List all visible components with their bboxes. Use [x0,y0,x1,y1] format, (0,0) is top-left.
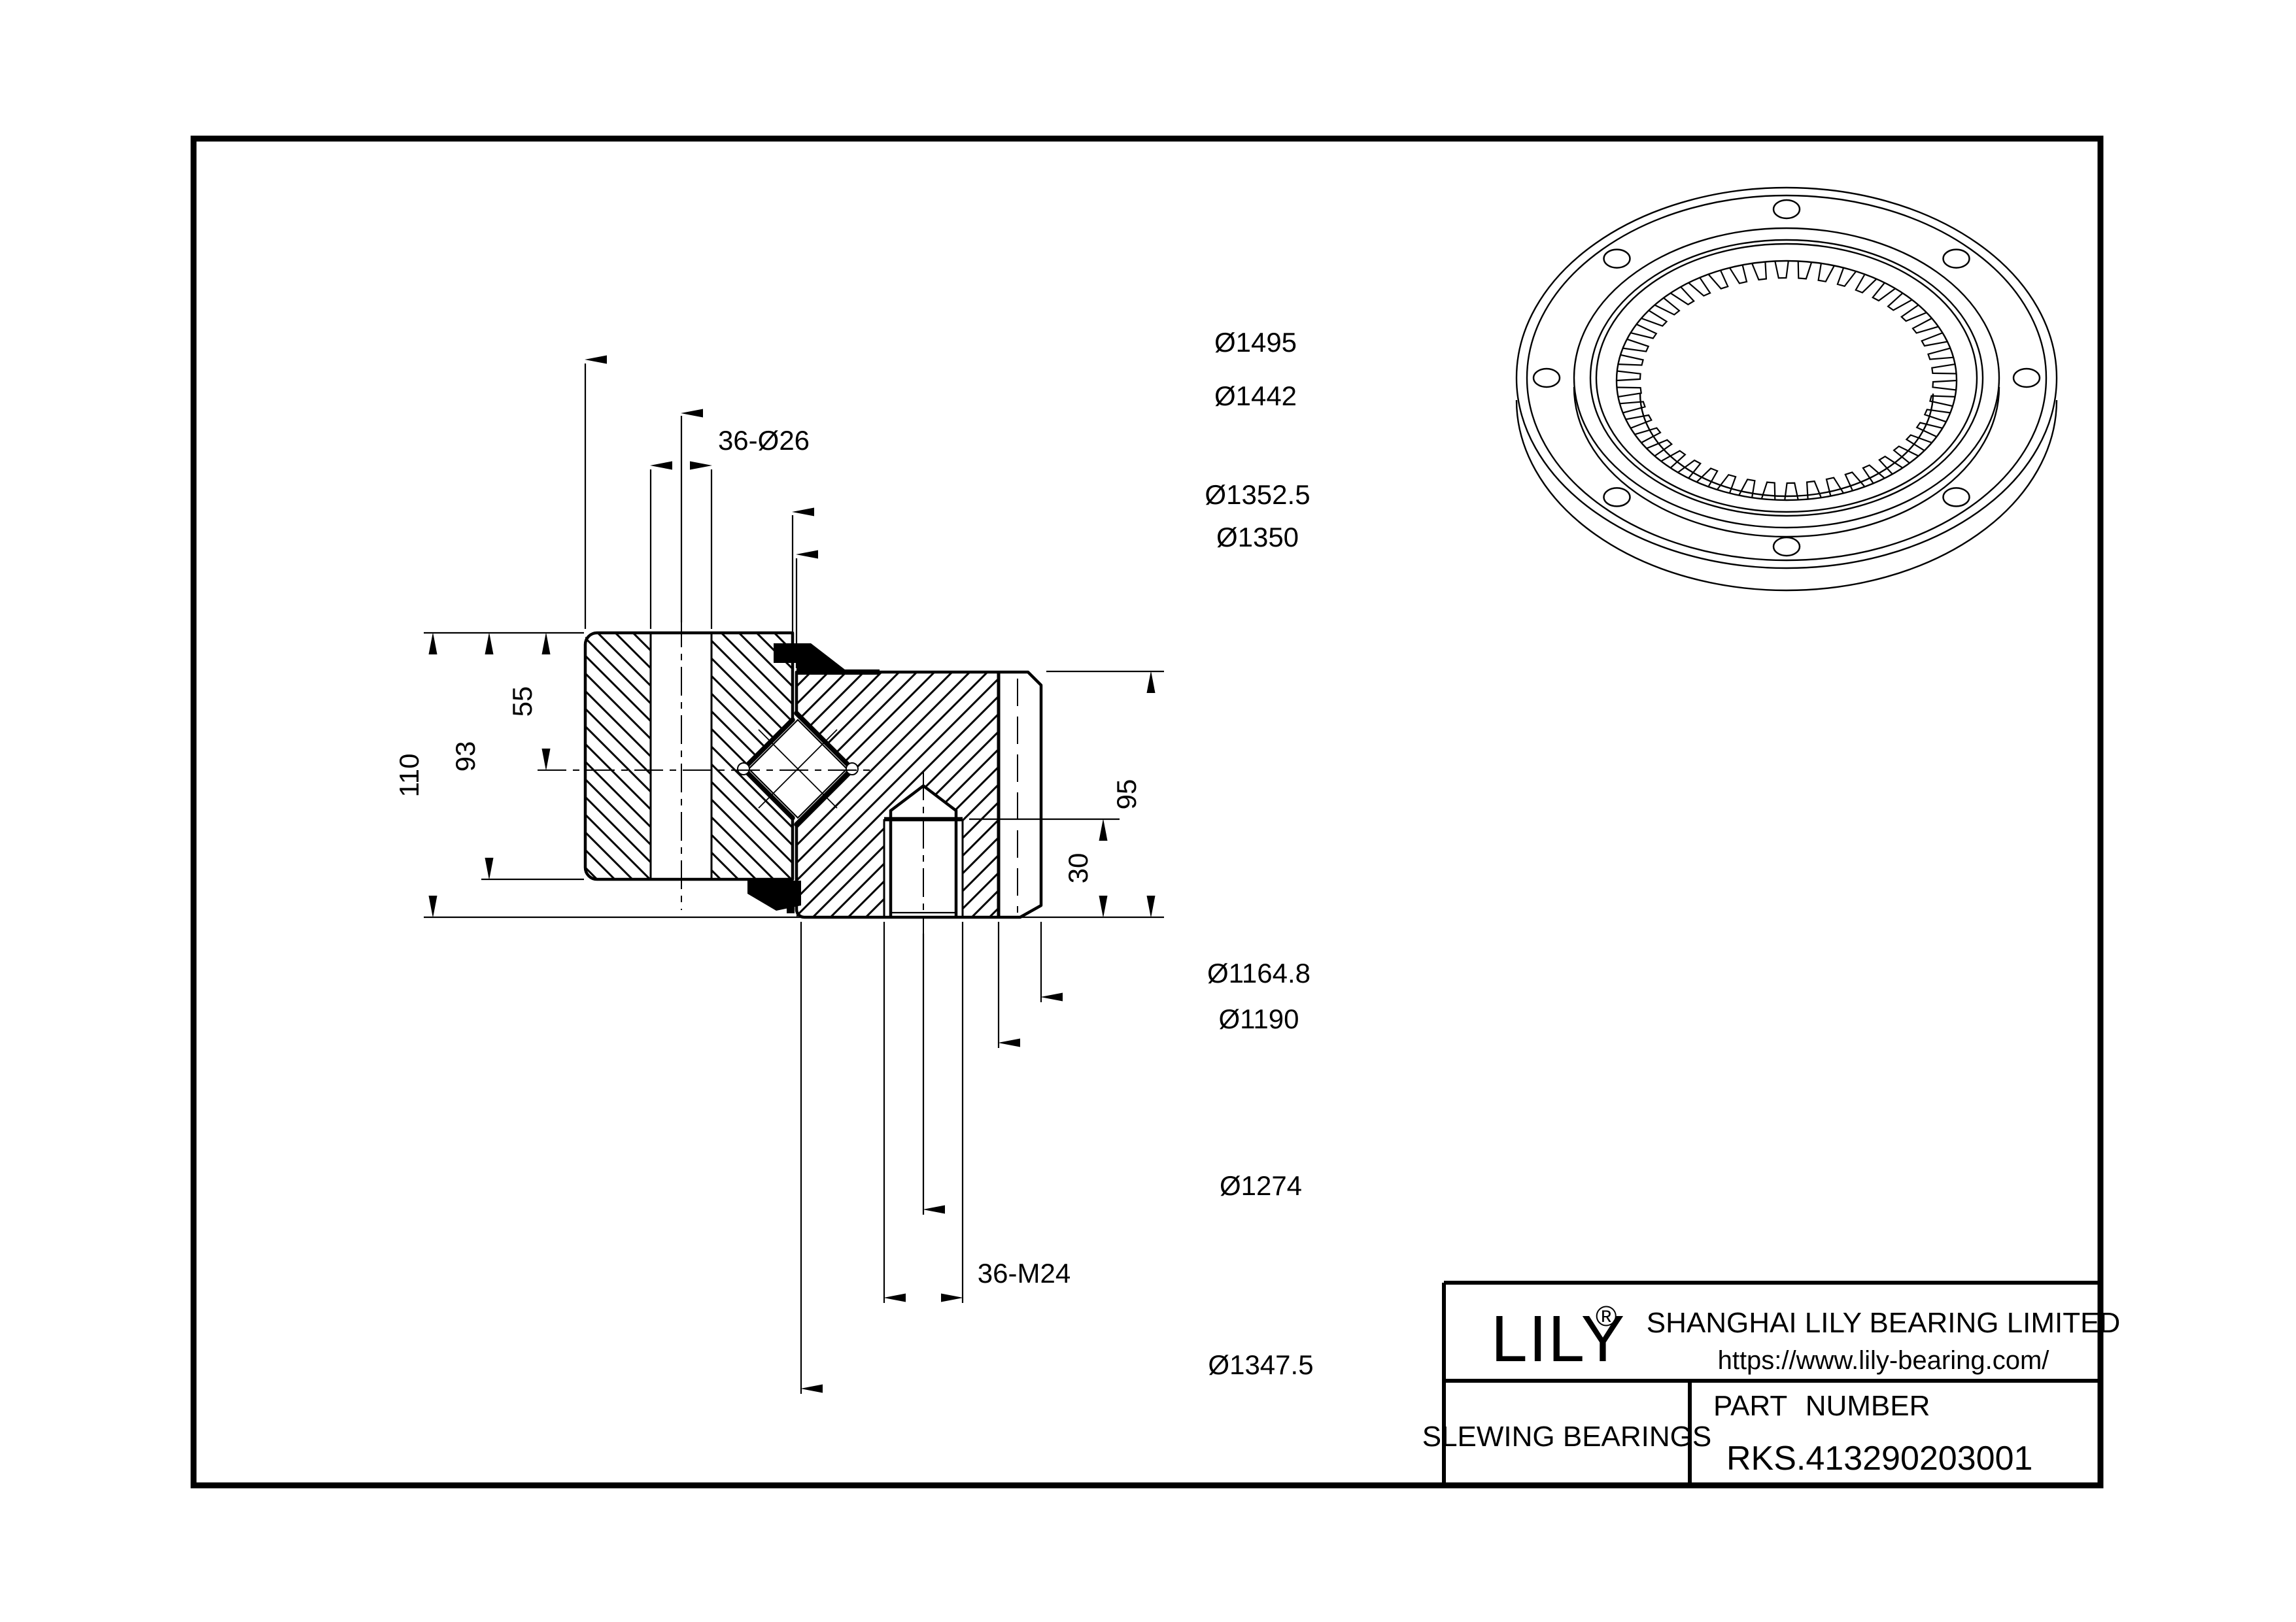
iso-seal-ring [1589,239,1984,517]
dim-outer-ring-height-93: 93 [450,632,584,881]
iso-bolt-hole [1603,248,1631,269]
roller-axis-2 [758,729,838,809]
raceway-face-upper-outer [741,717,795,771]
iso-bolt-hole [1603,487,1631,507]
dim-label: Ø1350 [1216,522,1299,552]
roller-corner-relief-right [846,762,859,775]
dim-bolt-circle-1442: Ø1442 [680,380,1297,622]
iso-bolt-hole [1942,248,1970,269]
raceway-face-upper-inner [794,711,855,771]
part-number-label: PART NUMBER [1713,1390,1930,1422]
dim-raceway-height-55: 55 [507,632,551,771]
dim-label: Ø1442 [1214,380,1297,411]
dim-label: 30 [1063,853,1093,884]
seal-bottom [747,881,801,911]
dim-tapped-holes-36-m24: 36-M24 [883,922,1071,1303]
iso-internal-gear-teeth [1616,260,1957,501]
iso-bolt-holes [1532,199,2041,557]
dim-label: Ø1347.5 [1208,1349,1313,1380]
dim-thread-depth-30: 30 [969,818,1120,918]
product-category: SLEWING BEARINGS [1422,1421,1712,1453]
dim-bolt-circle-1274: Ø1274 [922,934,1302,1215]
iso-outer-wall [1515,399,2058,592]
dim-label: 55 [507,686,538,717]
dim-height-110: 110 [394,632,1164,919]
iso-inner-ring-edge [1595,243,1978,513]
raceway-face-lower-inner [794,766,855,827]
company-website: https://www.lily-bearing.com/ [1718,1346,2050,1375]
dim-label: Ø1274 [1220,1170,1302,1201]
dim-od-1495: Ø1495 [584,327,1297,629]
part-number-value: RKS.413290203001 [1726,1440,2032,1478]
company-name: SHANGHAI LILY BEARING LIMITED [1647,1307,2121,1339]
iso-bolt-hole [1772,199,1801,220]
registered-trademark-icon: ® [1596,1300,1617,1332]
seals [747,643,848,913]
iso-bolt-hole [1772,536,1801,557]
cross-roller [737,718,859,819]
roller-corner-relief-left [737,762,750,775]
dim-mount-holes-36-d26: 36-Ø26 [649,425,810,629]
inner-ring [794,669,1043,919]
dim-inner-ring-od-lower-1347-5: Ø1347.5 [800,922,1314,1394]
dim-outer-ring-bore-1352-5: Ø1352.5 [791,479,1311,641]
seal-top [774,643,848,672]
iso-outer-chamfer [1526,194,2048,562]
dim-label: Ø1352.5 [1205,479,1310,510]
dim-label: 36-M24 [978,1258,1071,1289]
section-view [538,618,1043,934]
drawing-frame [190,135,2104,1489]
iso-bore-depth [1639,393,1934,498]
raceway-face-lower-outer [741,766,795,820]
title-block: LILY ® SHANGHAI LILY BEARING LIMITED htt… [1422,1281,2121,1485]
roller-clearance-outline [747,718,848,819]
dim-label: 110 [394,754,424,798]
iso-bolt-hole [2012,367,2041,388]
dim-label: 95 [1111,779,1142,810]
iso-outer-edge [1515,186,2058,569]
dim-inner-ring-od-1350: Ø1350 [795,522,1299,668]
iso-flange-step [1573,227,2000,529]
isometric-view [1515,186,2058,592]
dim-label: 93 [450,741,481,772]
dim-label: Ø1164.8 [1207,958,1311,988]
dim-label: 36-Ø26 [718,425,810,456]
dim-label: Ø1495 [1214,327,1297,358]
iso-bolt-hole [1942,487,1970,507]
brand-logo: LILY [1491,1302,1626,1376]
seal-bottom-lip [787,905,795,913]
centerlines [538,618,924,934]
dim-gear-root-1190: Ø1190 [997,922,1299,1048]
dim-inner-ring-height-95: 95 [1046,670,1164,918]
outer-ring [583,631,795,881]
dim-label: Ø1190 [1219,1004,1299,1034]
dim-gear-tip-1164-8: Ø1164.8 [1040,922,1311,1002]
dimensions: Ø1495 Ø1442 36-Ø26 Ø1352.5 Ø1350 [394,327,1314,1394]
iso-bolt-hole [1532,367,1561,388]
